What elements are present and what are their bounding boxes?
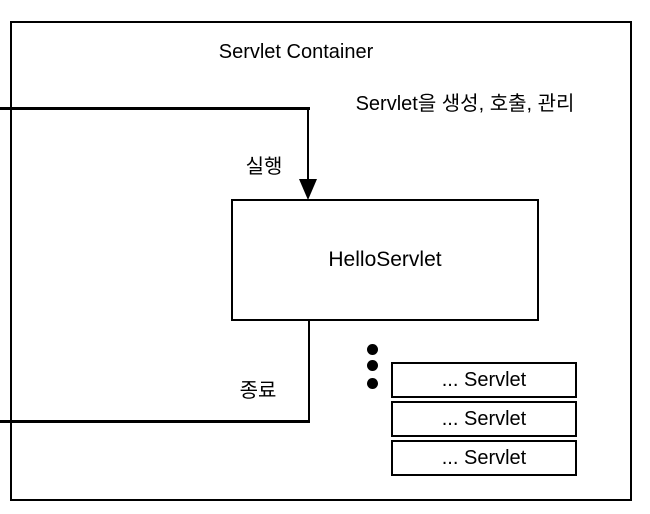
ellipsis-dot-icon [367, 360, 378, 371]
terminate-label: 종료 [239, 380, 277, 402]
servlet-box: ... Servlet [391, 362, 577, 398]
ellipsis-dot-icon [367, 378, 378, 389]
servlet-container-title: Servlet Container [218, 41, 374, 63]
container-role-note: Servlet을 생성, 호출, 관리 [355, 93, 575, 115]
terminate-line-horizontal [0, 420, 310, 423]
execute-line-horizontal [0, 107, 310, 110]
terminate-line-vertical [307, 321, 310, 422]
servlet-box: ... Servlet [391, 401, 577, 437]
servlet-box-label: ... Servlet [441, 407, 527, 430]
arrow-down-icon [298, 179, 317, 200]
execute-line-vertical [306, 107, 309, 184]
ellipsis-dot-icon [367, 344, 378, 355]
servlet-box: ... Servlet [391, 440, 577, 476]
hello-servlet-box: HelloServlet [231, 199, 539, 321]
servlet-box-label: ... Servlet [441, 446, 527, 469]
hello-servlet-label: HelloServlet [328, 248, 442, 271]
servlet-box-label: ... Servlet [441, 368, 527, 391]
execute-label: 실행 [245, 156, 283, 178]
servlet-container-box [10, 21, 632, 501]
